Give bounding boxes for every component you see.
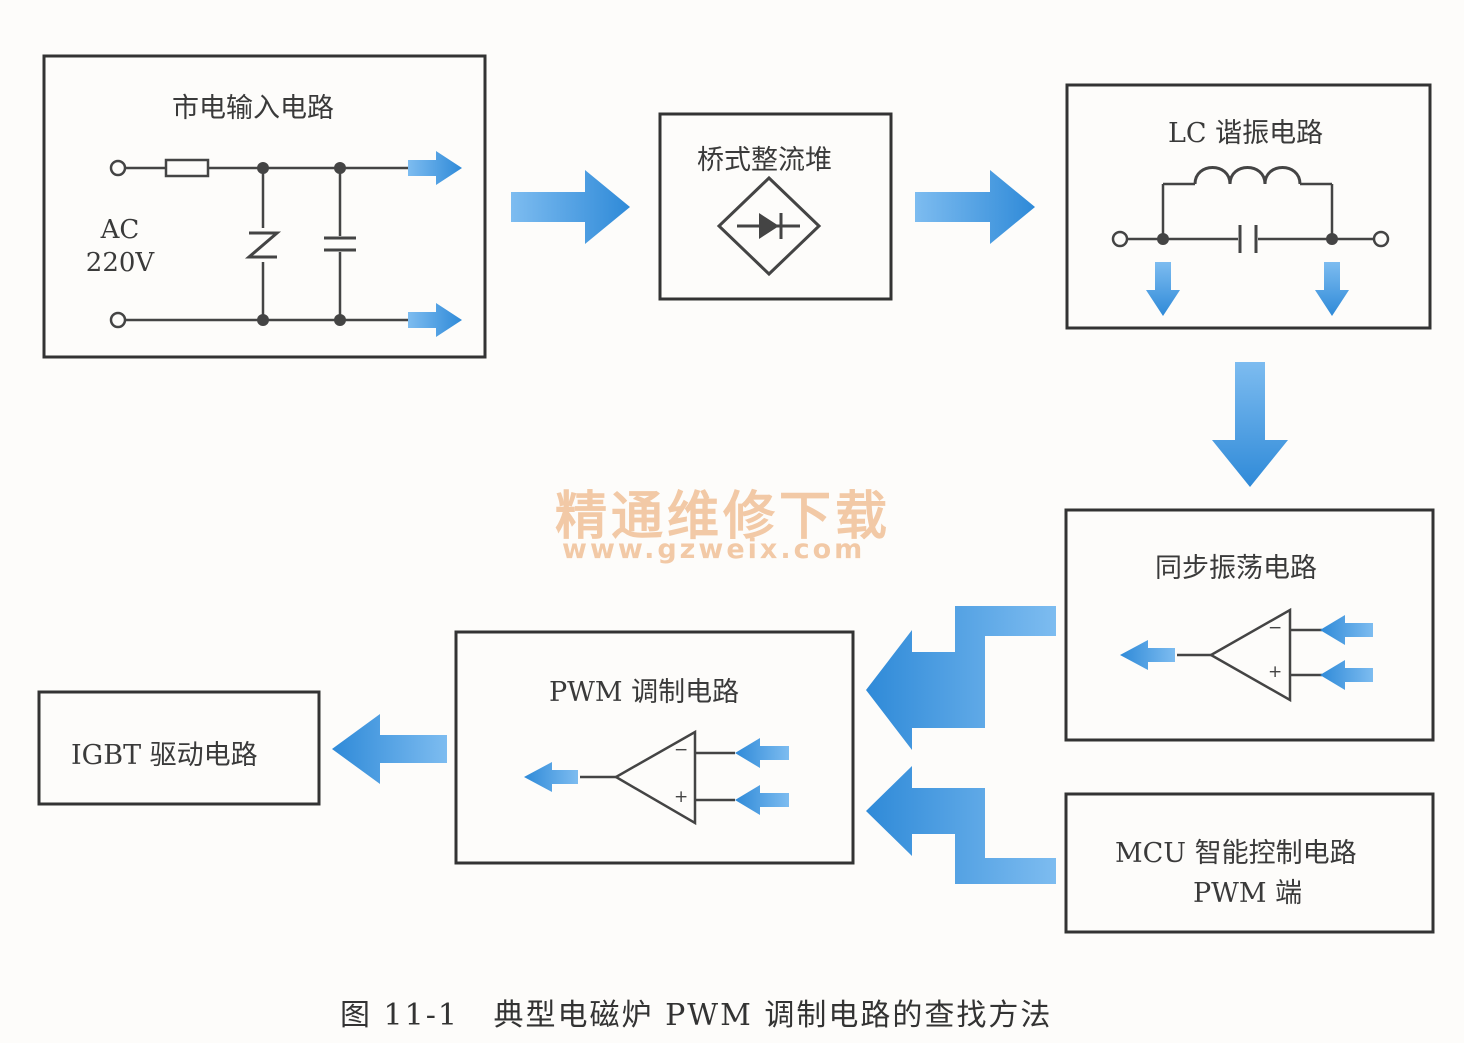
flow-arrow-sync-to-pwm	[866, 606, 1056, 750]
bridge-rectifier-title: 桥式整流堆	[697, 145, 832, 176]
lc-down-arrow-right	[1315, 262, 1349, 316]
igbt-driver-box	[37, 690, 321, 806]
coil-icon	[1193, 166, 1302, 185]
flow-arrow-bridge-to-lc	[915, 170, 1035, 244]
voltage-label: 220V	[85, 248, 155, 278]
watermark-title: 精通维修下载	[555, 487, 892, 547]
pwm-modulator-title: PWM 调制电路	[549, 677, 740, 708]
mains-input-schematic	[109, 158, 410, 329]
bridge-rectifier-icon	[716, 175, 822, 277]
sync-opamp-minus: −	[1268, 618, 1283, 638]
sync-opamp-icon	[1177, 607, 1322, 703]
bridge-rectifier-box	[658, 112, 893, 301]
varistor-icon	[244, 231, 282, 259]
sync-opamp-plus: +	[1268, 662, 1283, 682]
sync-output-arrow	[1120, 640, 1175, 670]
flow-arrow-mains-to-bridge	[511, 170, 630, 244]
mains-input-title: 市电输入电路	[172, 93, 334, 124]
pwm-output-arrow	[524, 762, 578, 792]
pwm-opamp-icon	[580, 729, 735, 826]
pwm-modulator-box	[454, 630, 855, 865]
ac-label: AC	[100, 215, 140, 245]
flow-arrow-mcu-to-pwm	[866, 766, 1056, 884]
lc-schematic	[1111, 166, 1390, 253]
pwm-opamp-plus: +	[674, 787, 689, 807]
flow-arrow-lc-to-sync	[1212, 362, 1288, 487]
figure-caption: 图 11-1 典型电磁炉 PWM 调制电路的查找方法	[340, 998, 1053, 1033]
sync-input-arrow-plus	[1320, 660, 1373, 690]
mcu-control-box	[1064, 792, 1435, 934]
watermark-url: www.gzweix.com	[562, 534, 866, 565]
flow-arrow-pwm-to-igbt	[332, 714, 447, 784]
lc-down-arrow-left	[1146, 262, 1180, 316]
pwm-input-arrow-minus	[735, 738, 789, 768]
mcu-pwm-port-label: PWM 端	[1193, 878, 1303, 909]
lc-resonant-title: LC 谐振电路	[1168, 118, 1324, 149]
pwm-input-arrow-plus	[735, 785, 789, 815]
mcu-control-title: MCU 智能控制电路	[1115, 838, 1357, 869]
fuse-icon	[164, 158, 210, 178]
mains-output-arrow-bottom	[408, 303, 462, 337]
mains-output-arrow-top	[408, 151, 462, 185]
sync-input-arrow-minus	[1320, 615, 1373, 645]
lc-resonant-box	[1065, 83, 1432, 330]
sync-oscillator-box	[1064, 508, 1435, 742]
pwm-opamp-minus: −	[674, 740, 689, 760]
mains-input-box	[42, 54, 487, 359]
igbt-driver-title: IGBT 驱动电路	[71, 740, 258, 771]
sync-oscillator-title: 同步振荡电路	[1155, 553, 1317, 584]
